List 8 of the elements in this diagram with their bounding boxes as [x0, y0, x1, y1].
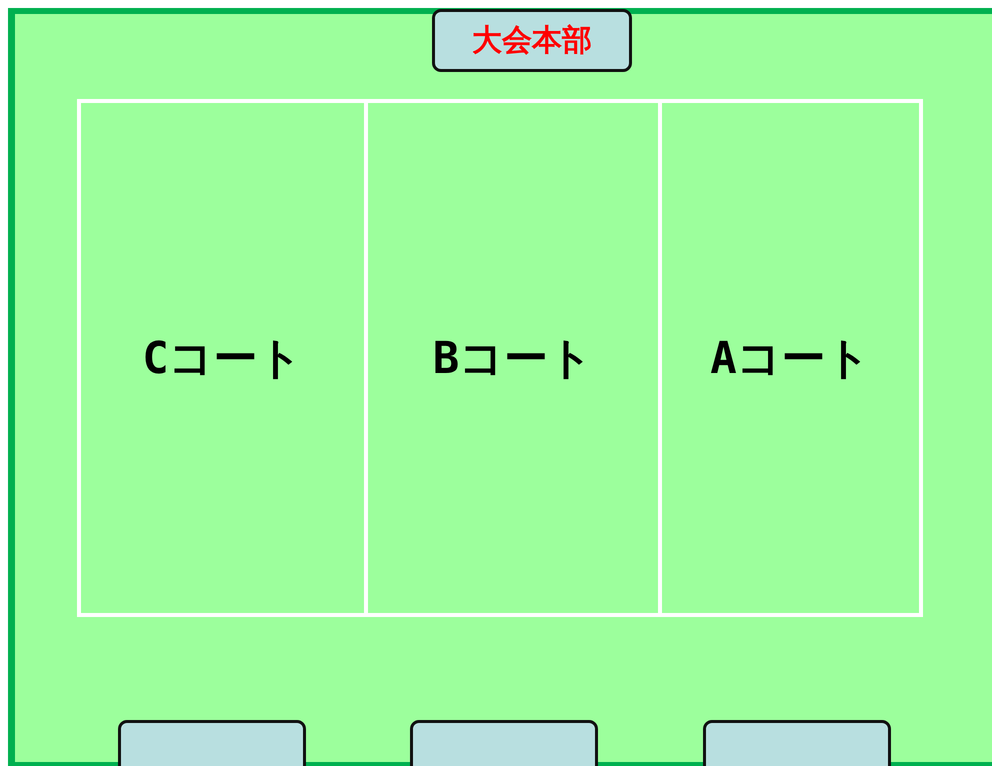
tent-box [118, 720, 306, 766]
court-label: Bコート [432, 332, 594, 386]
tent-label: 大会本部 [472, 22, 592, 60]
tent-box [410, 720, 598, 766]
tent-box [432, 9, 632, 72]
tent-box [703, 720, 891, 766]
court-label: Cコート [142, 332, 303, 386]
court-label: Aコート [710, 332, 871, 386]
